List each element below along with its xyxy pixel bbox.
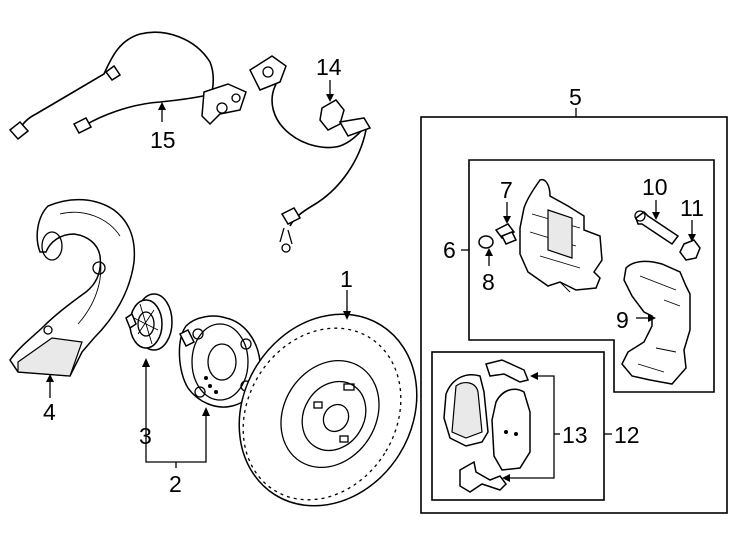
callout-9: 9: [616, 307, 629, 333]
callout-5: 5: [569, 84, 582, 110]
callout-11: 11: [680, 195, 704, 221]
brake-pads[interactable]: [443, 359, 531, 493]
callout-12: 12: [614, 422, 640, 448]
callout-2: 2: [169, 471, 182, 497]
callout-1: 1: [340, 266, 353, 292]
guide-pin[interactable]: [634, 210, 680, 246]
caliper-bracket[interactable]: [621, 260, 691, 385]
caliper-box: [468, 159, 715, 393]
brake-hose[interactable]: [249, 55, 372, 253]
callout-10: 10: [642, 174, 668, 200]
callout-6: 6: [443, 237, 456, 263]
pin-boot[interactable]: [679, 239, 701, 261]
callout-13: 13: [562, 422, 588, 448]
abs-sensor-harness[interactable]: [8, 31, 247, 141]
callout-8: 8: [482, 269, 495, 295]
callout-7: 7: [500, 177, 513, 203]
callout-3: 3: [139, 423, 152, 449]
splash-shield[interactable]: [9, 198, 136, 377]
hub-cap[interactable]: [125, 293, 173, 351]
pad-kit-box: [431, 351, 605, 501]
caliper-assembly-box: [420, 116, 728, 514]
brake-rotor[interactable]: [204, 281, 452, 540]
callout-4: 4: [43, 399, 56, 425]
callout-15: 15: [150, 127, 176, 153]
bleeder-cap[interactable]: [478, 235, 494, 249]
caliper[interactable]: [519, 178, 603, 293]
callout-14: 14: [316, 54, 342, 80]
bleeder-screw[interactable]: [494, 223, 518, 245]
